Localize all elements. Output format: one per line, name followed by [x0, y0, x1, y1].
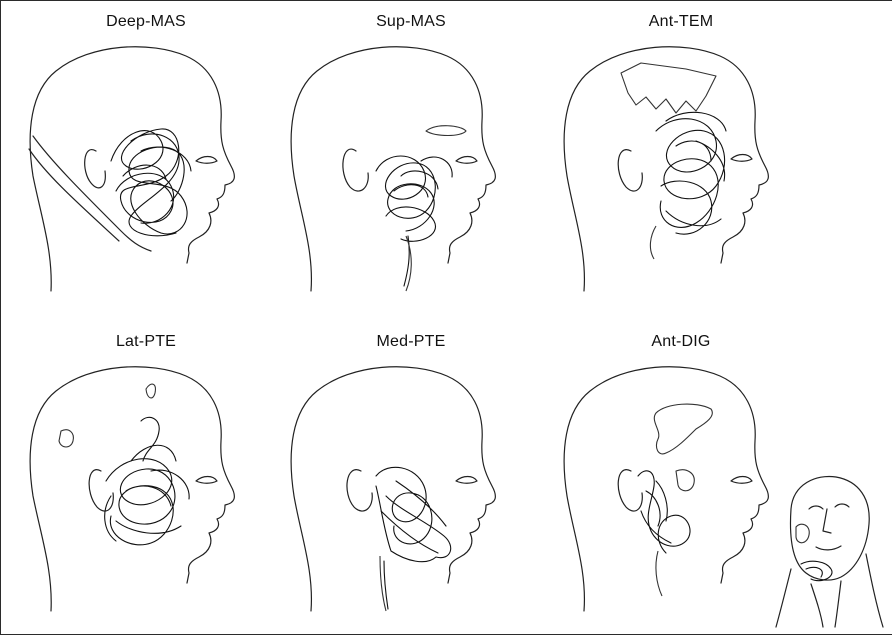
eye-outline: [809, 506, 823, 509]
panel-med-pte: Med-PTE: [276, 321, 546, 621]
cheek-region: [796, 524, 809, 543]
neck-line: [29, 149, 119, 241]
head-drawing: [11, 321, 281, 621]
referral-tangle: [376, 156, 452, 286]
eye-outline: [196, 157, 217, 164]
forehead-region: [426, 126, 466, 136]
neck-line: [835, 581, 841, 627]
frontal-face-inset: [771, 469, 886, 629]
face-outline: [791, 476, 870, 580]
head-outline: [564, 367, 768, 611]
panel-sup-mas: Sup-MAS: [276, 1, 546, 301]
neck-line: [811, 584, 823, 627]
referral-tangle: [111, 129, 191, 236]
ear-outline: [347, 470, 372, 511]
eye-outline: [731, 155, 752, 162]
eye-outline: [456, 477, 477, 484]
head-outline: [291, 367, 495, 611]
head-outline: [291, 47, 495, 291]
cheek-region: [676, 470, 694, 491]
referral-tangle: [656, 112, 726, 234]
nose-outline: [823, 509, 831, 533]
head-drawing: [11, 1, 281, 301]
eye-outline: [456, 157, 477, 164]
mouth-outline: [816, 546, 841, 550]
head-outline: [30, 367, 234, 611]
head-drawing: [276, 321, 546, 621]
ear-outline: [343, 149, 368, 191]
head-drawing: [546, 1, 816, 301]
referral-tangle: [376, 467, 451, 609]
eye-outline: [196, 477, 217, 484]
head-drawing: [276, 1, 546, 301]
eye-outline: [731, 477, 752, 484]
vertex-region: [146, 384, 155, 398]
eye-outline: [835, 504, 849, 507]
ear-outline: [85, 150, 106, 188]
temple-region: [59, 430, 73, 447]
ear-outline: [618, 150, 642, 191]
neck-region: [650, 226, 656, 259]
referral-tangle: [801, 561, 832, 580]
panel-ant-tem: Ant-TEM: [546, 1, 816, 301]
panel-lat-pte: Lat-PTE: [11, 321, 281, 621]
neck-outline: [866, 554, 883, 627]
head-outline: [564, 47, 768, 291]
forehead-region: [621, 63, 716, 113]
neck-region: [656, 551, 662, 596]
referral-tangle: [638, 471, 690, 553]
referral-tangle: [105, 417, 189, 544]
neck-line: [33, 136, 151, 251]
neck-outline: [776, 569, 791, 627]
forehead-region: [654, 404, 712, 454]
panel-deep-mas: Deep-MAS: [11, 1, 281, 301]
